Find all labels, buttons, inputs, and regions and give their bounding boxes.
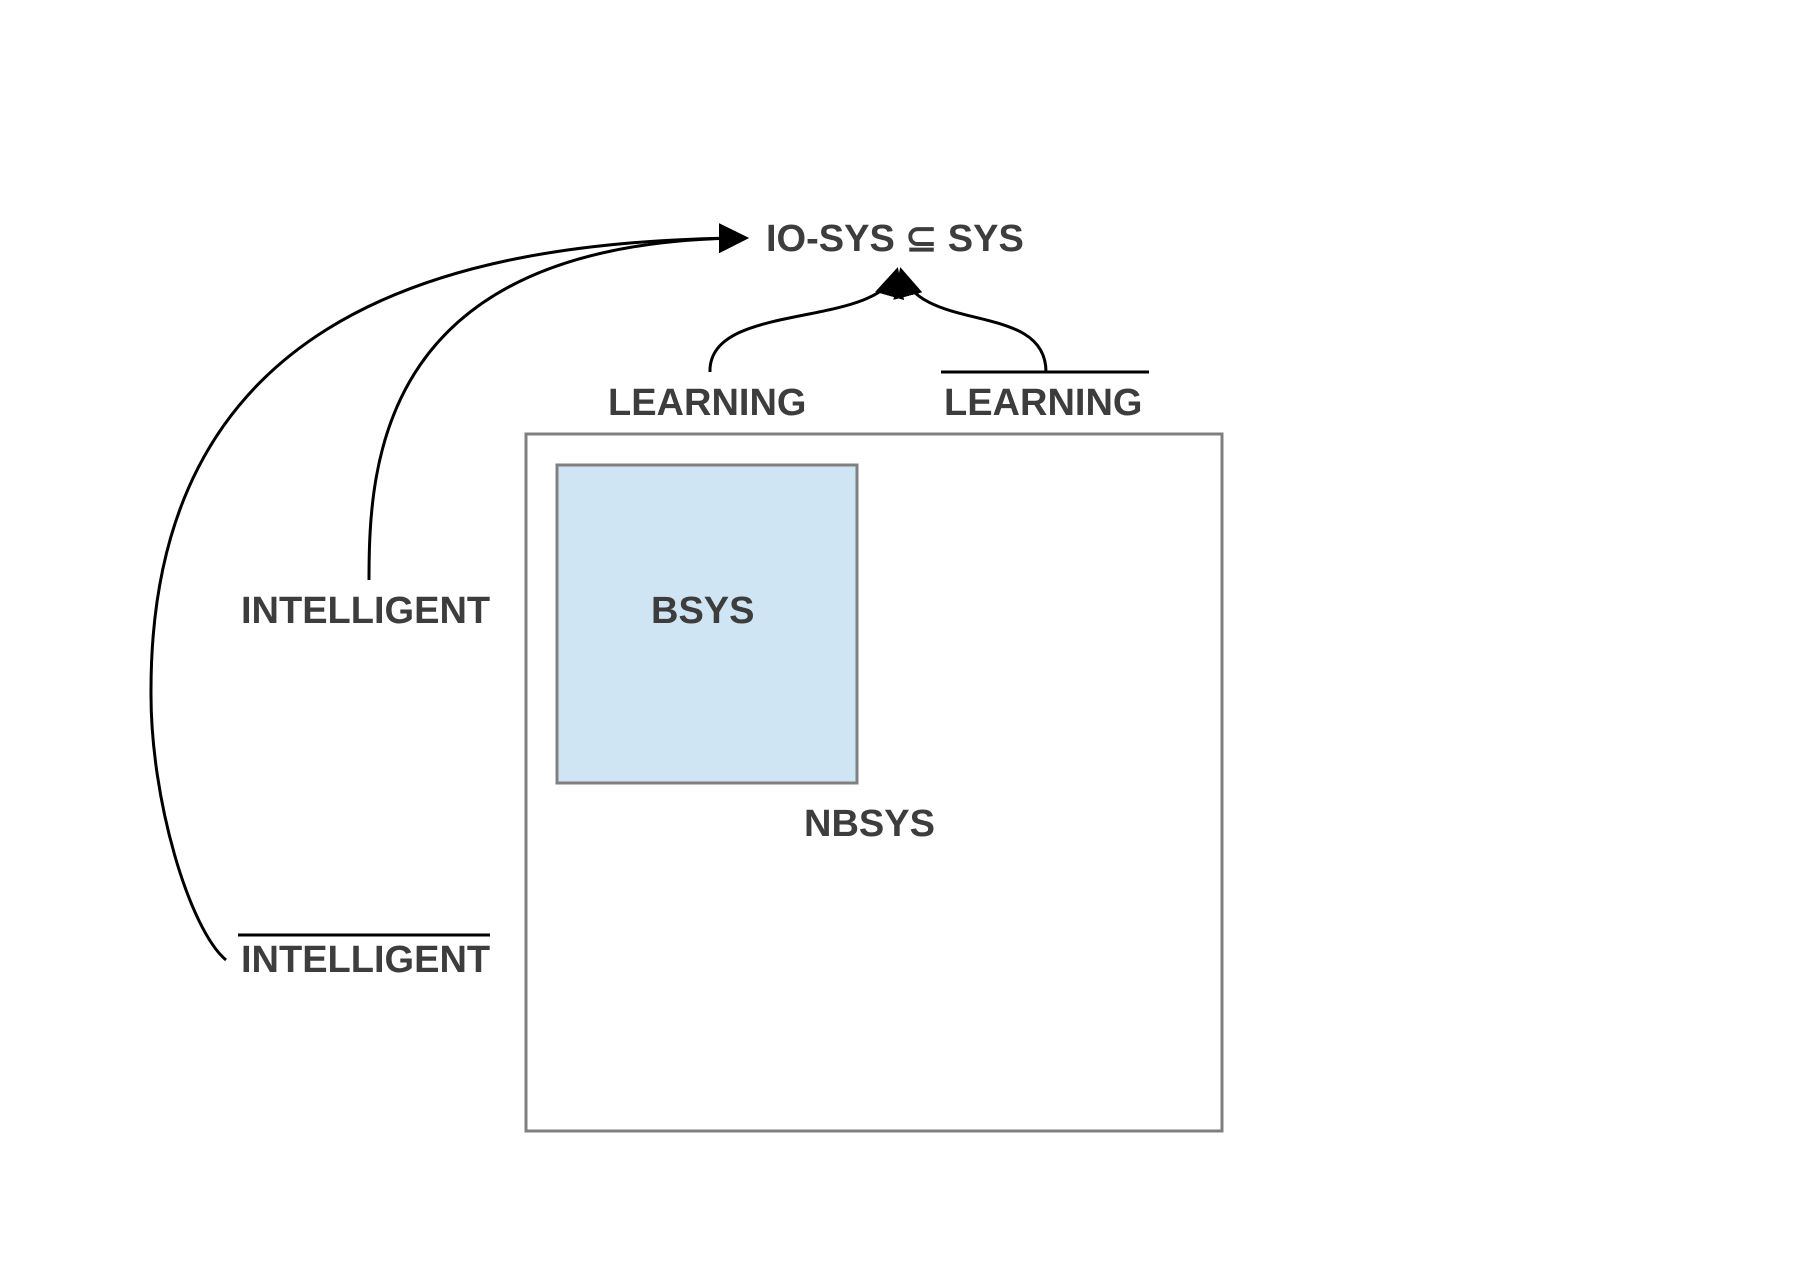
arrow-not-intelligent-to-io-sys xyxy=(149,223,749,962)
bsys-box xyxy=(555,463,859,785)
intelligent-label: INTELLIGENT xyxy=(241,590,490,632)
arrow-intelligent-to-io-sys xyxy=(367,223,749,581)
arrow-not-learning-to-io-sys xyxy=(893,267,1048,373)
io-sys-subset-sys-label: IO-SYS ⊆ SYS xyxy=(766,218,1024,260)
learning-label: LEARNING xyxy=(608,382,806,424)
nbsys-label: NBSYS xyxy=(804,803,935,845)
bsys-label: BSYS xyxy=(651,590,754,632)
arrow-learning-to-io-sys xyxy=(708,267,904,373)
not-learning-label: LEARNING xyxy=(944,382,1142,424)
not-intelligent-label: INTELLIGENT xyxy=(241,939,490,981)
